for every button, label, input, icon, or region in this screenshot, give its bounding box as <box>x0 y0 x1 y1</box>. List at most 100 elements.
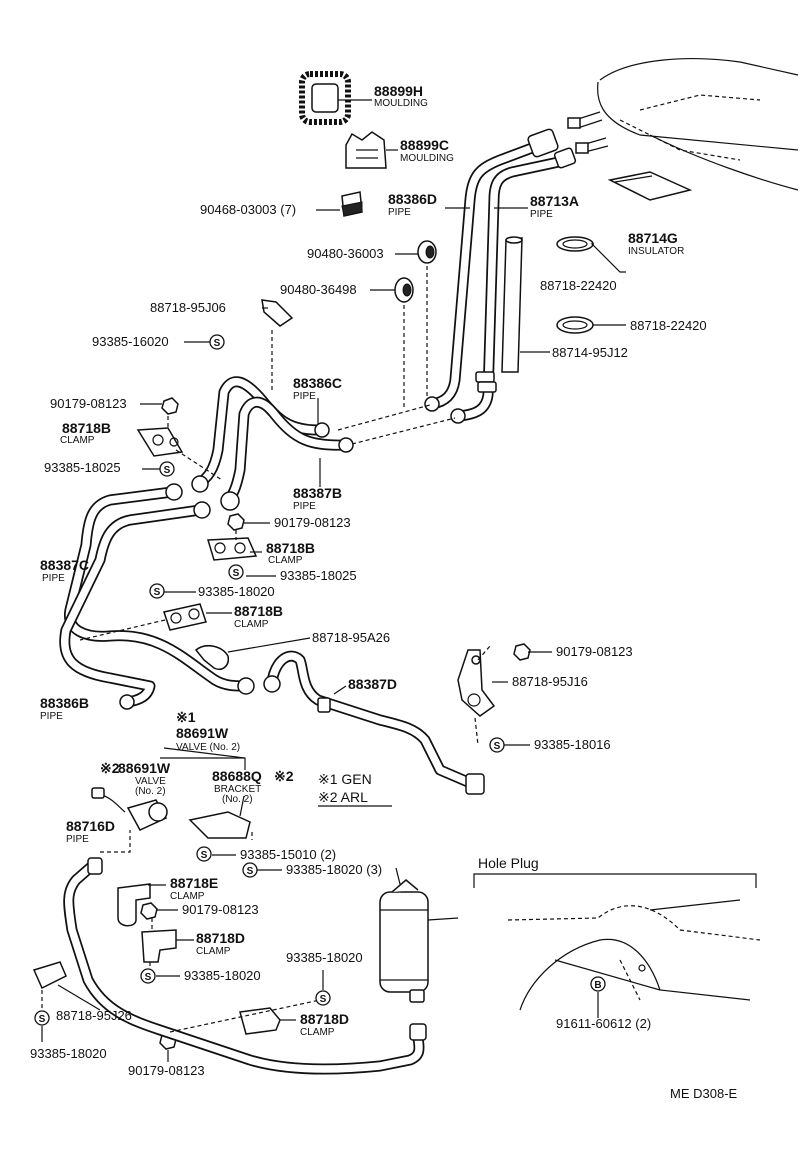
pipe-88386B <box>59 504 206 708</box>
label-90179-08123-e: 90179-08123 <box>128 1063 205 1078</box>
svg-text:CLAMP: CLAMP <box>268 555 303 566</box>
svg-text:88386B: 88386B <box>40 695 89 711</box>
svg-text:S: S <box>320 994 327 1005</box>
label-88718D-b: 88718D CLAMP <box>300 1011 349 1038</box>
label-90480-36498: 90480-36498 <box>280 282 357 297</box>
clip-90468-part <box>341 191 363 217</box>
vehicle-body-outline <box>567 58 799 191</box>
svg-text:88899C: 88899C <box>400 137 449 153</box>
svg-text:※2: ※2 <box>100 760 120 776</box>
moulding-88899C-part <box>345 131 387 169</box>
label-88718-95A26: 88718-95A26 <box>312 630 390 645</box>
svg-text:88386C: 88386C <box>293 375 342 391</box>
svg-text:88718D: 88718D <box>196 930 245 946</box>
svg-text:88714G: 88714G <box>628 230 678 246</box>
clamp-88718B-c-part <box>163 603 207 631</box>
clamp-88718E-part <box>117 883 151 927</box>
label-93385-18025-b: 93385-18025 <box>280 568 357 583</box>
label-88387D: 88387D <box>348 676 397 692</box>
svg-text:(No. 2): (No. 2) <box>222 794 253 805</box>
hose-88714-95J12-part <box>501 236 523 373</box>
bolt-symbol-icons: S S S S S S S S S S B <box>34 334 606 1026</box>
svg-text:CLAMP: CLAMP <box>60 435 95 446</box>
label-88718-95J26: 88718-95J26 <box>56 1008 132 1023</box>
svg-text:88688Q: 88688Q <box>212 768 262 784</box>
pipe-88386D <box>426 139 546 410</box>
hole-plug-inset <box>473 873 761 1011</box>
label-93385-18025-a: 93385-18025 <box>44 460 121 475</box>
svg-text:PIPE: PIPE <box>42 573 65 584</box>
svg-text:S: S <box>39 1014 46 1025</box>
clamp-88718B-a-part <box>136 427 184 457</box>
svg-text:PIPE: PIPE <box>293 391 316 402</box>
insulator-88714G-part <box>607 171 693 201</box>
svg-text:88718B: 88718B <box>62 420 111 436</box>
grommet-90480-36003-part <box>417 240 437 264</box>
svg-text:CLAMP: CLAMP <box>196 946 231 957</box>
svg-text:S: S <box>201 850 208 861</box>
svg-text:88718B: 88718B <box>266 540 315 556</box>
svg-text:MOULDING: MOULDING <box>400 153 454 164</box>
hose-clamp-88718-22420-a <box>556 236 594 252</box>
label-90179-08123-a: 90179-08123 <box>50 396 127 411</box>
svg-text:S: S <box>164 465 171 476</box>
legend-gen: ※1 GEN <box>318 771 372 787</box>
svg-text:CLAMP: CLAMP <box>300 1027 335 1038</box>
svg-text:88718E: 88718E <box>170 875 218 891</box>
svg-text:S: S <box>214 338 221 349</box>
label-90480-36003: 90480-36003 <box>307 246 384 261</box>
svg-text:VALVE (No. 2): VALVE (No. 2) <box>176 742 240 753</box>
svg-text:S: S <box>494 741 501 752</box>
clamp-88718D-a-part <box>141 929 177 963</box>
moulding-88899H-part <box>299 71 351 125</box>
label-88899C: 88899C MOULDING <box>400 137 454 164</box>
svg-text:B: B <box>594 980 601 991</box>
svg-text:※2: ※2 <box>274 768 294 784</box>
label-88387B: 88387B PIPE <box>293 485 342 512</box>
label-88718B-b: 88718B CLAMP <box>266 540 315 566</box>
clamp-88718B-b-part <box>207 537 258 561</box>
svg-text:※1: ※1 <box>176 709 196 725</box>
label-88718-22420-a: 88718-22420 <box>540 278 617 293</box>
svg-text:CLAMP: CLAMP <box>234 619 269 630</box>
pipe-88387C <box>64 486 251 692</box>
label-88714G: 88714G INSULATOR <box>628 230 684 257</box>
svg-text:S: S <box>154 587 161 598</box>
svg-text:CLAMP: CLAMP <box>170 891 205 902</box>
svg-text:PIPE: PIPE <box>66 834 89 845</box>
label-88718D-a: 88718D CLAMP <box>196 930 245 957</box>
label-88899H: 88899H MOULDING <box>374 83 428 109</box>
label-93385-18020-c: 93385-18020 <box>286 950 363 965</box>
grommet-90480-36498-part <box>394 277 414 303</box>
label-93385-18020-a: 93385-18020 <box>198 584 275 599</box>
svg-text:MOULDING: MOULDING <box>374 98 428 109</box>
pipe-88387D <box>266 650 481 791</box>
bracket-88718-95J16-part <box>457 649 496 717</box>
label-91611-60612: 91611-60612 (2) <box>556 1016 651 1031</box>
svg-text:INSULATOR: INSULATOR <box>628 246 684 257</box>
valve-88691W-part <box>91 787 168 831</box>
svg-text:PIPE: PIPE <box>388 207 411 218</box>
clamp-88718D-b-part <box>239 1007 281 1035</box>
label-93385-16020: 93385-16020 <box>92 334 169 349</box>
svg-text:PIPE: PIPE <box>40 711 63 722</box>
label-90179-08123-b: 90179-08123 <box>274 515 351 530</box>
label-88714-95J12: 88714-95J12 <box>552 345 628 360</box>
svg-text:88718D: 88718D <box>300 1011 349 1027</box>
label-88718-95J06: 88718-95J06 <box>150 300 226 315</box>
svg-text:88386D: 88386D <box>388 191 437 207</box>
hose-clamp-88718-22420-b <box>556 316 594 334</box>
svg-text:S: S <box>247 866 254 877</box>
label-88386B: 88386B PIPE <box>40 695 89 722</box>
clamp-88718-95A26-part <box>194 644 230 670</box>
svg-text:S: S <box>233 568 240 579</box>
svg-text:S: S <box>145 972 152 983</box>
label-88387C: 88387C PIPE <box>40 557 89 584</box>
svg-text:(No. 2): (No. 2) <box>135 786 166 797</box>
legend-arl: ※2 ARL <box>318 789 368 805</box>
label-90468-03003: 90468-03003 (7) <box>200 202 296 217</box>
receiver-drier-part <box>379 867 459 1003</box>
svg-text:88691W: 88691W <box>118 760 171 776</box>
label-88718E: 88718E CLAMP <box>170 875 218 902</box>
svg-text:88691W: 88691W <box>176 725 229 741</box>
